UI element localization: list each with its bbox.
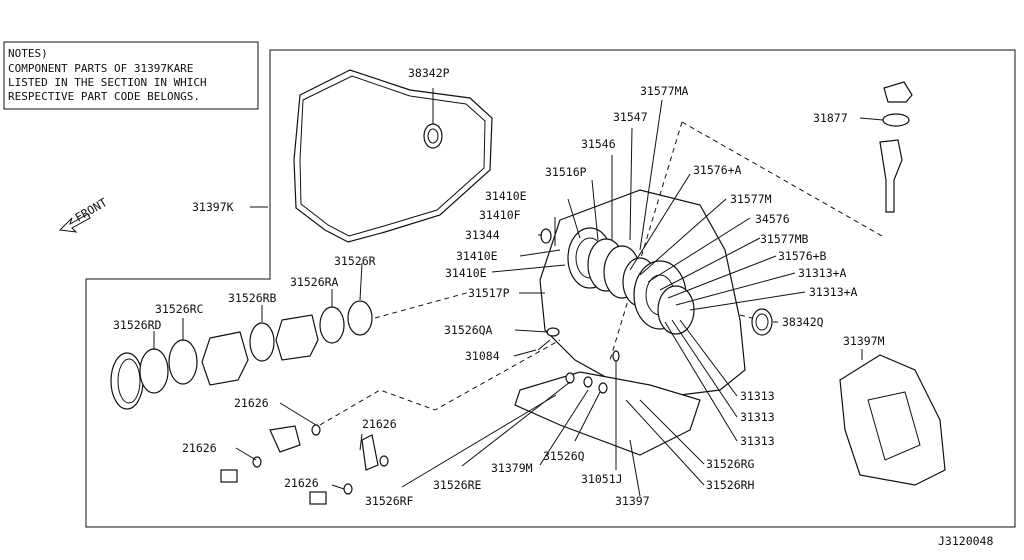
piston-31526RB xyxy=(201,331,249,386)
callout-31313-b: 31313 xyxy=(740,410,775,424)
dipstick-cap-31877 xyxy=(883,81,913,103)
callout-21626-d: 21626 xyxy=(284,476,319,490)
callout-31577MA: 31577MA xyxy=(640,84,689,98)
callout-31397M: 31397M xyxy=(843,334,885,348)
washer-31344 xyxy=(540,228,552,244)
oil-tube-a xyxy=(269,425,301,453)
seal-38342Q xyxy=(751,308,773,336)
callout-31526RD: 31526RD xyxy=(113,318,162,332)
callout-31526R: 31526R xyxy=(334,254,376,268)
case-dashed-outline xyxy=(681,121,883,237)
callout-34576: 34576 xyxy=(755,212,790,226)
callout-31084: 31084 xyxy=(465,349,500,363)
callout-31526RG: 31526RG xyxy=(706,457,755,471)
diagram-frame xyxy=(85,49,1016,528)
callout-31410E-b: 31410E xyxy=(456,249,498,263)
front-label: FRONT xyxy=(73,195,110,224)
piston-31526RA xyxy=(275,314,319,361)
callout-31526RC: 31526RC xyxy=(155,302,204,316)
callout-21626-c: 21626 xyxy=(182,441,217,455)
callout-31526RE: 31526RE xyxy=(433,478,482,492)
front-arrow-icon xyxy=(58,213,91,233)
washer-31526Q xyxy=(598,382,608,394)
callout-31576A: 31576+A xyxy=(693,163,742,177)
notes-line-3: RESPECTIVE PART CODE BELONGS. xyxy=(8,90,200,103)
callout-31577M: 31577M xyxy=(730,192,772,206)
callout-31051J: 31051J xyxy=(581,472,623,486)
callout-31410E-a: 31410E xyxy=(485,189,527,203)
snap-ring-31526RD xyxy=(110,352,144,410)
callout-31526RA: 31526RA xyxy=(290,275,339,289)
callout-31379M: 31379M xyxy=(491,461,533,475)
notes-box xyxy=(3,41,259,110)
callout-31517P: 31517P xyxy=(468,286,510,300)
callout-31526QA: 31526QA xyxy=(444,323,493,337)
callout-31313-a: 31313 xyxy=(740,389,775,403)
callout-38342P: 38342P xyxy=(408,66,450,80)
callout-31516P: 31516P xyxy=(545,165,587,179)
dipstick-shaft xyxy=(879,139,903,213)
diagram-code: J3120048 xyxy=(938,534,993,548)
clutch-pack xyxy=(567,227,695,335)
callout-31344: 31344 xyxy=(465,228,500,242)
ring-31526RC-a xyxy=(139,348,169,394)
bolt-a xyxy=(220,469,238,483)
callout-31313-c: 31313 xyxy=(740,434,775,448)
oil-tube-b xyxy=(361,434,379,471)
callout-31577MB: 31577MB xyxy=(760,232,809,246)
housing-31397M xyxy=(839,354,946,486)
tube-31084 xyxy=(537,339,551,351)
callout-31397: 31397 xyxy=(615,494,650,508)
seal-38342P xyxy=(423,123,443,149)
oil-pan-gasket xyxy=(293,69,493,243)
callout-31410F: 31410F xyxy=(479,208,521,222)
notes-line-1: COMPONENT PARTS OF 31397KARE xyxy=(8,62,193,75)
ring-31526R xyxy=(347,300,373,336)
callout-31410E-c: 31410E xyxy=(445,266,487,280)
callout-21626-b: 21626 xyxy=(362,417,397,431)
notes-line-2: LISTED IN THE SECTION IN WHICH xyxy=(8,76,207,89)
callout-38342Q: 38342Q xyxy=(782,315,824,329)
callout-31526Q: 31526Q xyxy=(543,449,585,463)
callout-31526RH: 31526RH xyxy=(706,478,755,492)
callout-31313A-b: 31313+A xyxy=(809,285,858,299)
callout-31313A-a: 31313+A xyxy=(798,266,847,280)
callout-31397K: 31397K xyxy=(192,200,234,214)
callout-31576B: 31576+B xyxy=(778,249,827,263)
callout-31526RF: 31526RF xyxy=(365,494,414,508)
callout-31547: 31547 xyxy=(613,110,648,124)
callout-31526RB: 31526RB xyxy=(228,291,277,305)
side-cover-31397 xyxy=(514,371,701,456)
callout-31546: 31546 xyxy=(581,137,616,151)
callout-31877: 31877 xyxy=(813,111,848,125)
plug-31526QA xyxy=(546,327,560,337)
notes-heading: NOTES) xyxy=(8,47,48,60)
callout-21626-a: 21626 xyxy=(234,396,269,410)
bolt-b xyxy=(309,491,327,505)
ring-31526RC-b xyxy=(168,339,198,385)
